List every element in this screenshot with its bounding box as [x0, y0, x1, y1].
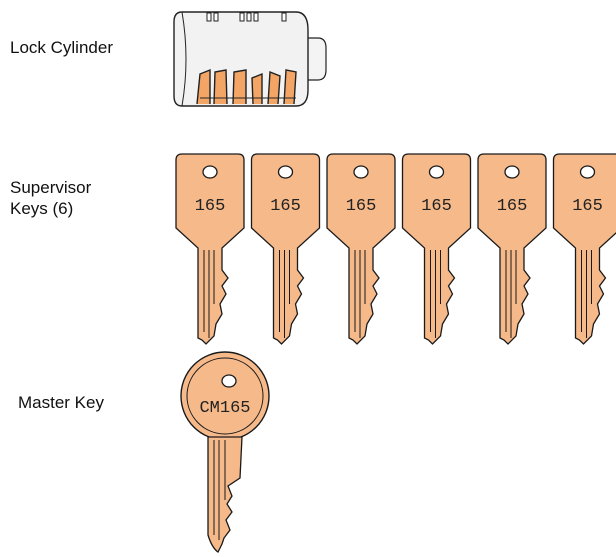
supervisor-key-body: [552, 153, 616, 345]
supervisor-key-hole: [504, 165, 520, 179]
lock-cylinder-illustration: [173, 11, 327, 107]
supervisor-key-number: 165: [346, 197, 377, 216]
supervisor-key-hole: [353, 165, 369, 179]
cylinder-pins: [196, 68, 297, 105]
supervisor-key-number: 165: [572, 197, 603, 216]
supervisor-key-body: [401, 153, 472, 345]
supervisor-keys-group: 165 165 165 165 165 165: [175, 153, 616, 345]
supervisor-key: 165: [326, 153, 396, 345]
supervisor-key: 165: [250, 153, 321, 345]
supervisor-key: 165: [477, 153, 547, 345]
supervisor-key-hole: [428, 165, 445, 179]
supervisor-key-number: 165: [497, 197, 528, 216]
master-key-label: Master Key: [18, 393, 104, 412]
supervisor-key-body: [477, 153, 547, 345]
lock-cylinder-label: Lock Cylinder: [10, 38, 113, 57]
supervisor-keys-label: Supervisor Keys (6): [10, 177, 160, 219]
master-key-number: CM165: [199, 399, 250, 418]
supervisor-key-body: [326, 153, 396, 345]
supervisor-key-body: [250, 153, 321, 345]
supervisor-key-body: [175, 153, 245, 345]
supervisor-key-hole: [579, 165, 596, 179]
supervisor-key: 165: [552, 153, 616, 345]
supervisor-key: 165: [401, 153, 472, 345]
master-key-hole: [221, 374, 237, 388]
supervisor-key-hole: [277, 165, 294, 179]
supervisor-key-hole: [202, 165, 218, 179]
supervisor-key-number: 165: [270, 197, 301, 216]
supervisor-key-number: 165: [195, 197, 226, 216]
supervisor-keys-label-line1: Supervisor: [10, 178, 92, 197]
master-key-illustration: CM165: [180, 351, 270, 553]
supervisor-key-number: 165: [421, 197, 452, 216]
supervisor-key: 165: [175, 153, 245, 345]
supervisor-keys-label-line2: Keys (6): [10, 199, 74, 218]
